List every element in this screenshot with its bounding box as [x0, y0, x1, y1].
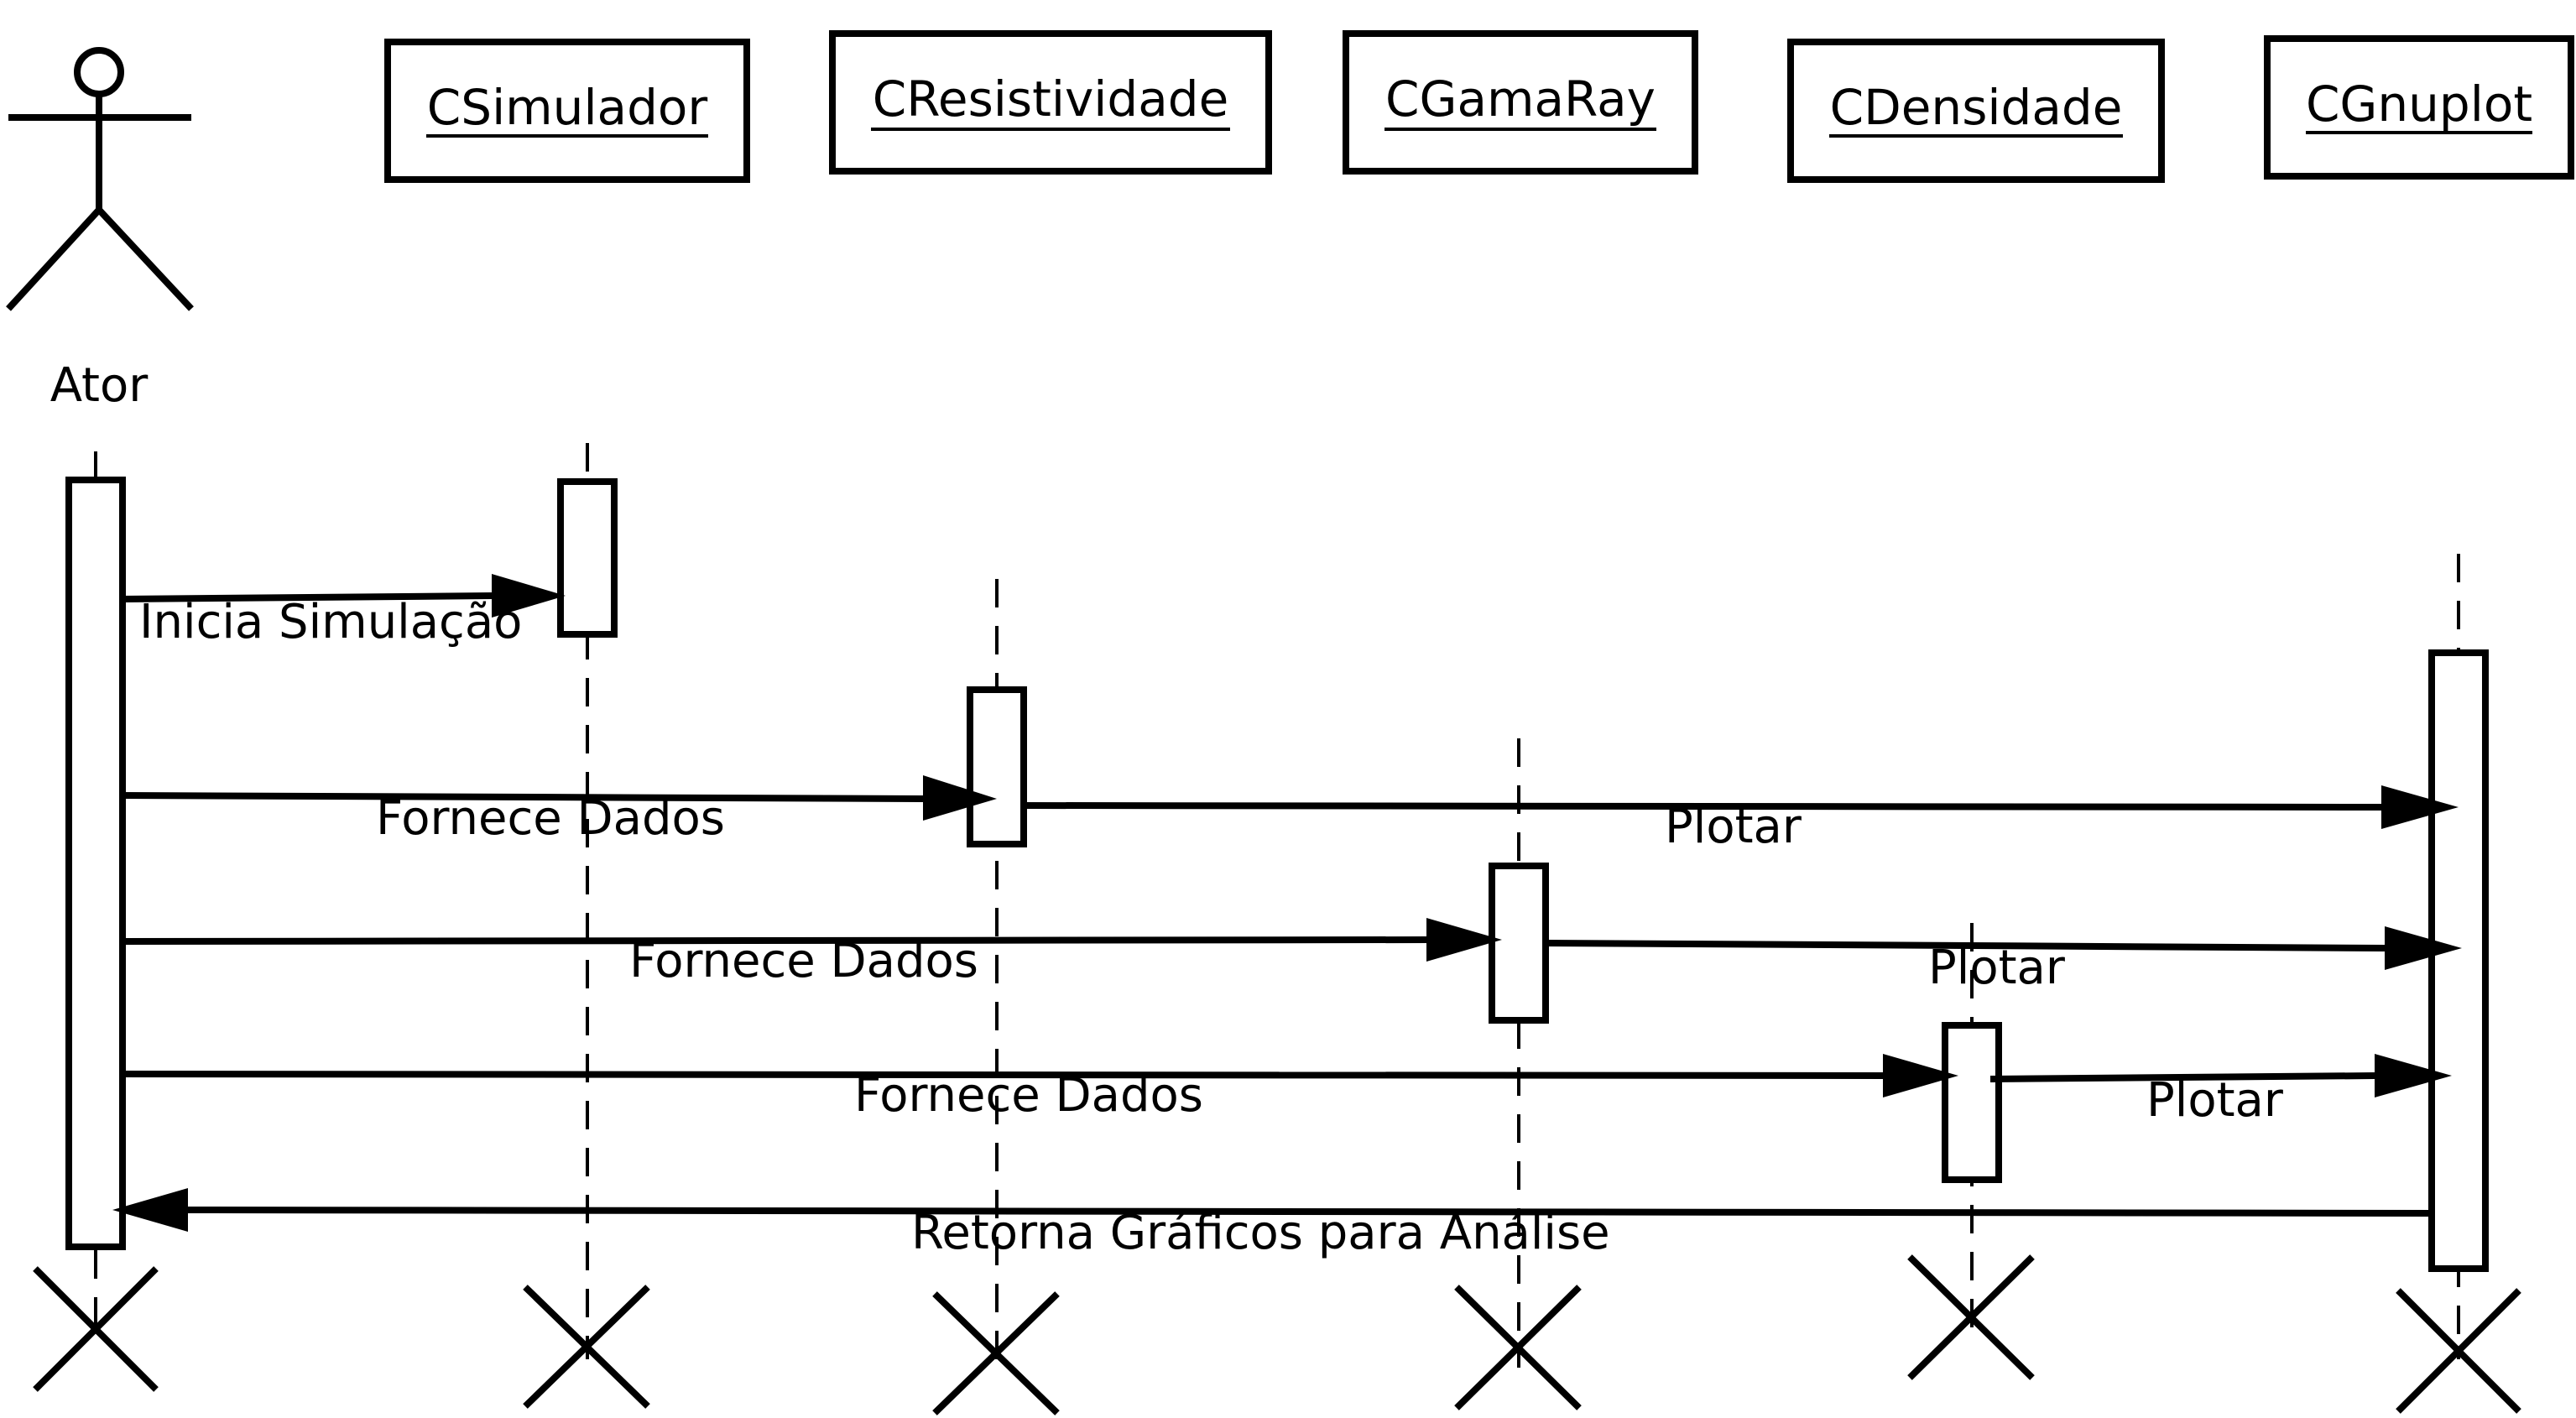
actor-label: Ator: [50, 358, 149, 413]
arrowhead: [492, 574, 566, 618]
message-line: [1023, 802, 2382, 811]
message-label: Plotar: [1928, 941, 2066, 995]
message-label: Fornece Dados: [629, 934, 978, 988]
object-densidade: CDensidade: [1787, 39, 2165, 183]
arrowhead: [112, 1188, 188, 1232]
activation-densidade: [1942, 1022, 2002, 1183]
message-line: [1989, 1072, 2375, 1082]
object-label-gamaray: CGamaRay: [1385, 70, 1656, 128]
destroy-marker-gamaray: [1454, 1285, 1582, 1410]
object-box: [829, 30, 1272, 175]
destroy-marker-simulador: [523, 1285, 650, 1409]
activation-gamaray: [1489, 863, 1549, 1024]
object-box: [1787, 39, 2165, 183]
message-plotar-resistividade: Plotar: [1023, 785, 2459, 854]
destroy-marker-ator: [33, 1266, 159, 1392]
destroy-marker-densidade: [1907, 1254, 2035, 1380]
message-label: Plotar: [1665, 800, 1802, 854]
object-box: [384, 39, 750, 183]
message-label: Plotar: [2146, 1073, 2284, 1128]
object-gnuplot: CGnuplot: [2264, 35, 2574, 180]
message-label: Retorna Gráficos para Análise: [911, 1206, 1610, 1260]
object-resistividade: CResistividade: [829, 30, 1272, 175]
actor-right-leg: [96, 207, 194, 311]
activation-resistividade: [967, 686, 1027, 847]
message-fornece-dados-gamaray: Fornece Dados: [122, 918, 1502, 988]
actor: Ator: [6, 47, 194, 413]
object-simulador: CSimulador: [384, 39, 750, 183]
message-line: [187, 1207, 2433, 1217]
object-label-gnuplot: CGnuplot: [2306, 76, 2532, 133]
arrowhead: [2375, 1054, 2452, 1097]
message-inicia-simulacao: Inicia Simulação: [122, 574, 566, 649]
message-fornece-dados-resistividade: Fornece Dados: [122, 775, 997, 846]
message-line: [122, 1071, 1884, 1079]
message-label: Inicia Simulação: [139, 595, 522, 649]
arrowhead: [1883, 1054, 1958, 1097]
message-retorna-graficos: Retorna Gráficos para Análise: [112, 1188, 2433, 1260]
message-plotar-densidade: Plotar: [1989, 1054, 2452, 1128]
arrowhead: [2385, 926, 2462, 970]
object-gamaray: CGamaRay: [1343, 30, 1698, 175]
object-label-densidade: CDensidade: [1830, 79, 2123, 136]
arrowhead: [923, 775, 997, 821]
destroy-marker-gnuplot: [2396, 1288, 2521, 1414]
arrowhead: [2381, 785, 2459, 829]
message-line: [1545, 940, 2386, 951]
object-label-simulador: CSimulador: [427, 79, 708, 136]
message-line: [122, 936, 1427, 945]
activation-ator: [65, 477, 126, 1250]
object-box: [2264, 35, 2574, 180]
message-line: [122, 792, 924, 802]
activation-simulador: [557, 478, 618, 638]
object-label-resistividade: CResistividade: [873, 70, 1229, 128]
message-fornece-dados-densidade: Fornece Dados: [122, 1054, 1958, 1123]
arrowhead: [1426, 918, 1502, 962]
actor-head: [74, 47, 124, 97]
message-label: Fornece Dados: [376, 791, 725, 846]
message-label: Fornece Dados: [854, 1068, 1203, 1123]
actor-left-leg: [6, 207, 102, 311]
message-line: [122, 592, 493, 602]
object-box: [1343, 30, 1698, 175]
destroy-marker-resistividade: [932, 1291, 1060, 1415]
activation-gnuplot: [2428, 649, 2489, 1272]
message-plotar-gamaray: Plotar: [1545, 926, 2462, 995]
